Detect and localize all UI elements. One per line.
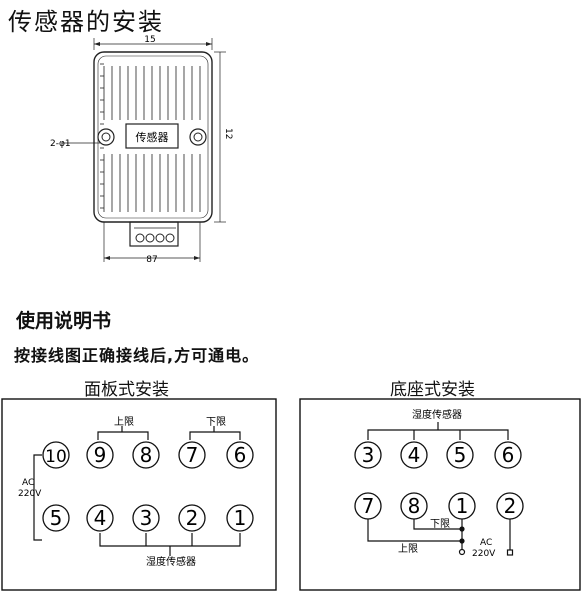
panel-terminal-7-circle: [178, 441, 206, 469]
base-terminal-7-circle: [354, 492, 382, 520]
panel-terminal-4-label: 4: [94, 506, 107, 530]
panel-terminal-4-circle: [86, 504, 114, 532]
base-terminal-3-circle: [354, 441, 382, 469]
base-terminal-8-label: 8: [408, 494, 421, 518]
base-terminal-5-circle: [446, 441, 474, 469]
panel-mount-frame: [1, 398, 277, 591]
mounting-hole-right: [189, 128, 207, 146]
page-title: 传感器的安装: [8, 8, 164, 36]
instructions-heading: 使用说明书: [16, 310, 112, 332]
device-label-box: [125, 123, 179, 149]
panel-terminal-8-label: 8: [140, 443, 153, 467]
dim-bottom-label: 87: [146, 255, 157, 265]
panel-terminal-6-circle: [226, 441, 254, 469]
base-terminal-8-circle: [400, 492, 428, 520]
panel-terminal-5-circle: [42, 504, 70, 532]
panel-wiring: [33, 426, 241, 556]
dim-right-label: 12: [223, 128, 233, 139]
base-mount-title: 底座式安装: [390, 380, 475, 400]
sensor-housing-drawing: [62, 38, 226, 262]
base-upper-limit-label: 上限: [398, 543, 418, 555]
base-terminal-6-circle: [494, 441, 522, 469]
panel-terminal-3-circle: [132, 504, 160, 532]
panel-sensor-label: 湿度传感器: [146, 555, 196, 568]
panel-terminal-9-circle: [86, 441, 114, 469]
base-terminal-3-label: 3: [362, 443, 375, 467]
panel-mount-title: 面板式安装: [84, 380, 169, 400]
panel-terminal-5-label: 5: [50, 506, 63, 530]
dim-top-label: 15: [144, 35, 155, 45]
panel-terminal-1-label: 1: [234, 506, 247, 530]
panel-terminal-7-label: 7: [186, 443, 199, 467]
mounting-hole-left: [97, 128, 115, 146]
panel-terminal-2-circle: [178, 504, 206, 532]
panel-terminal-1-circle: [226, 504, 254, 532]
base-terminal-4-label: 4: [408, 443, 421, 467]
base-lower-limit-label: 下限: [430, 518, 450, 530]
base-terminal-1-circle: [448, 492, 476, 520]
panel-upper-limit-label: 上限: [114, 416, 134, 428]
base-voltage-label: 220V: [472, 549, 496, 559]
panel-terminal-6-label: 6: [234, 443, 247, 467]
base-sensor-label: 湿度传感器: [412, 408, 462, 421]
panel-lower-limit-label: 下限: [206, 416, 226, 428]
base-terminal-2-label: 2: [504, 494, 517, 518]
panel-terminal-10-circle: [42, 441, 70, 469]
device-label: 传感器: [136, 131, 169, 144]
panel-voltage-label: 220V: [18, 489, 42, 499]
panel-terminal-8-circle: [132, 441, 160, 469]
base-terminal-5-label: 5: [454, 443, 467, 467]
panel-terminal-2-label: 2: [186, 506, 199, 530]
base-terminal-6-label: 6: [502, 443, 515, 467]
base-terminal-1-label: 1: [456, 494, 469, 518]
base-terminal-2-circle: [496, 492, 524, 520]
base-terminal-4-circle: [400, 441, 428, 469]
base-mount-frame: [299, 398, 581, 591]
base-ac-label: AC: [480, 538, 492, 548]
panel-ac-label: AC: [22, 478, 34, 488]
panel-terminal-9-label: 9: [94, 443, 107, 467]
instructions-text: 按接线图正确接线后,方可通电。: [14, 346, 260, 365]
hole-label: 2-φ1: [50, 139, 71, 149]
base-terminal-7-label: 7: [362, 494, 375, 518]
panel-terminal-10-label: 10: [45, 447, 67, 467]
terminal-block: [129, 221, 179, 247]
base-wiring: [367, 422, 514, 556]
panel-terminal-3-label: 3: [140, 506, 153, 530]
